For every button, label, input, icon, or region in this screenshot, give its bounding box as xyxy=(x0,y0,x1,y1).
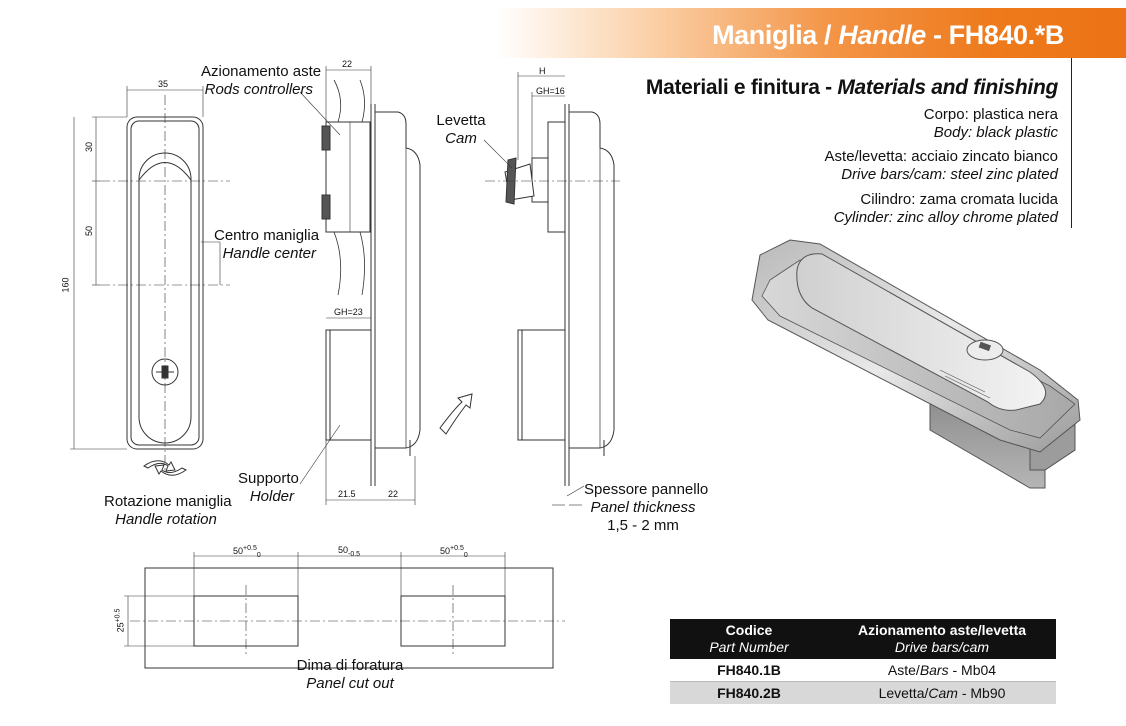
dim-50: 50 xyxy=(84,225,95,237)
dim-gh23: GH=23 xyxy=(334,307,363,317)
dim-21-5: 21.5 xyxy=(338,489,356,499)
front-view-drawing xyxy=(70,86,230,470)
material-body-it: Corpo: plastica nera xyxy=(923,106,1058,123)
dim-bottom-22: 22 xyxy=(388,489,399,499)
material-cylinder-en: Cylinder: zinc alloy chrome plated xyxy=(833,209,1058,226)
table-row: FH840.2B Levetta/Cam - Mb90 xyxy=(670,681,1056,704)
dim-30: 30 xyxy=(84,141,95,153)
side-view-cam-drawing xyxy=(483,72,620,506)
dim-top-22: 22 xyxy=(342,59,353,69)
table-row: FH840.1B Aste/Bars - Mb04 xyxy=(670,659,1056,682)
rotate-arrow-icon xyxy=(439,393,473,435)
side-view-rods-drawing xyxy=(299,66,421,505)
dim-160: 160 xyxy=(60,277,71,293)
cutout-dim-center: 50-0.5 xyxy=(338,545,361,558)
header-band xyxy=(0,8,1126,58)
page-title: Maniglia / Handle - FH840.*B xyxy=(712,20,1064,50)
drive-type: Aste/Bars - Mb04 xyxy=(828,659,1056,682)
material-bars-en: Drive bars/cam: steel zinc plated xyxy=(841,166,1058,183)
cutout-dim-right: 50+0.50 xyxy=(440,545,468,559)
material-bars-it: Aste/levetta: acciaio zincato bianco xyxy=(824,148,1058,165)
part-code: FH840.1B xyxy=(670,659,828,682)
handle-3d-render xyxy=(751,239,1081,489)
dim-width-35: 35 xyxy=(158,79,169,89)
part-code: FH840.2B xyxy=(670,681,828,704)
cutout-dim-height: 25+0.5 xyxy=(114,608,126,633)
material-body-en: Body: black plastic xyxy=(933,124,1058,141)
cutout-dim-left: 50+0.50 xyxy=(233,545,261,559)
header-divider xyxy=(1071,58,1072,228)
dim-h: H xyxy=(539,66,546,76)
drive-type: Levetta/Cam - Mb90 xyxy=(828,681,1056,704)
panel-cutout-drawing xyxy=(124,552,565,669)
dim-gh16: GH=16 xyxy=(536,86,565,96)
materials-title: Materiali e finitura - Materials and fin… xyxy=(645,76,1058,99)
material-cylinder-it: Cilindro: zama cromata lucida xyxy=(860,191,1058,208)
rotation-arrows-icon xyxy=(143,460,187,476)
